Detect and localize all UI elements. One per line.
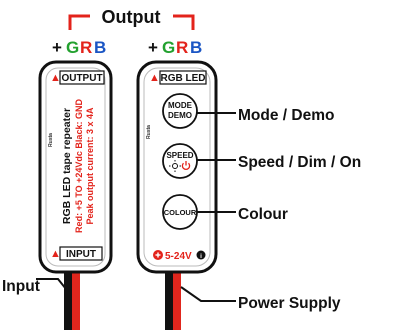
mode-label: MODE	[168, 101, 193, 110]
controller-top-label: RGB LED	[161, 73, 206, 84]
left-pin-g: G	[66, 38, 79, 57]
power-wires	[165, 268, 181, 330]
controller-brand: Rusta	[146, 125, 152, 139]
repeater-brand: Rusta	[48, 133, 54, 147]
repeater-line2: Peak output current: 3 x 4A	[85, 107, 95, 225]
right-pin-plus: +	[148, 38, 158, 57]
repeater-top-label: OUTPUT	[61, 73, 102, 84]
right-pin-g: G	[162, 38, 175, 57]
callout-lines	[36, 112, 236, 302]
repeater-module: ▲ OUTPUT ▲ INPUT Rusta RGB LED tape repe…	[38, 60, 113, 274]
info-icon: i	[196, 250, 206, 260]
input-wires	[64, 268, 80, 330]
warning-icon: ▲	[50, 248, 61, 260]
plus-icon	[153, 250, 163, 260]
warning-icon: ▲	[149, 72, 160, 84]
left-pin-labels: + G R B	[52, 38, 106, 57]
callout-colour: Colour	[238, 206, 288, 223]
speed-dim-on-button[interactable]: SPEED	[162, 143, 198, 179]
left-pin-b: B	[94, 38, 106, 57]
warning-icon: ▲	[50, 72, 61, 84]
callout-mode-demo: Mode / Demo	[238, 107, 334, 124]
svg-text:i: i	[200, 253, 202, 260]
controller-module: ▲ RGB LED Rusta MODE DEMO SPEED	[136, 60, 218, 274]
speed-label: SPEED	[166, 151, 193, 160]
demo-label: DEMO	[168, 111, 192, 120]
right-pin-r: R	[176, 38, 188, 57]
repeater-title: RGB LED tape repeater	[61, 108, 73, 224]
output-header: Output	[102, 7, 161, 27]
callout-power-supply: Power Supply	[238, 295, 341, 312]
output-bracket	[68, 14, 195, 30]
callout-input: Input	[2, 278, 40, 295]
callout-speed-dim-on: Speed / Dim / On	[238, 154, 361, 171]
mode-demo-button[interactable]: MODE DEMO	[162, 93, 198, 129]
brightness-icon	[169, 160, 181, 172]
colour-button[interactable]: COLOUR	[162, 194, 198, 230]
voltage-label: 5-24V	[165, 251, 192, 262]
right-pin-b: B	[190, 38, 202, 57]
colour-label: COLOUR	[164, 208, 197, 217]
repeater-bottom-label: INPUT	[66, 249, 96, 260]
right-pin-labels: + G R B	[148, 38, 202, 57]
left-pin-plus: +	[52, 38, 62, 57]
power-icon	[181, 161, 191, 170]
repeater-line1: Red: +5 TO +24Vdc Black: GND	[74, 99, 84, 233]
left-pin-r: R	[80, 38, 92, 57]
